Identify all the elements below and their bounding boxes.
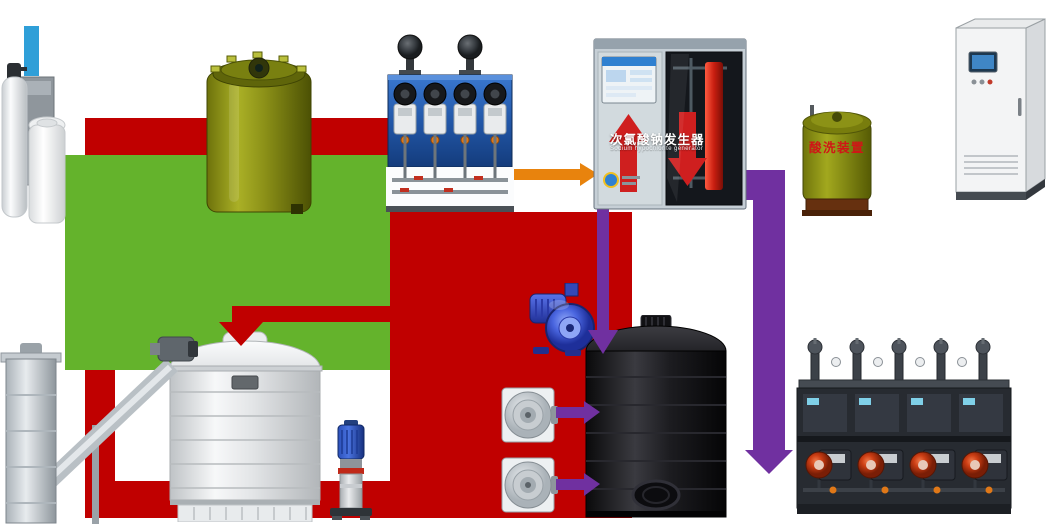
lid-cap bbox=[832, 112, 842, 122]
tank-skirt bbox=[177, 504, 313, 522]
resin-tank bbox=[1, 76, 28, 218]
pump-base bbox=[330, 508, 372, 516]
water-softener-unit bbox=[0, 55, 68, 230]
down-arrow-graphic bbox=[668, 112, 707, 186]
door-handle bbox=[1018, 98, 1022, 116]
sodium-hypochlorite-generator bbox=[593, 38, 747, 212]
weld-seams bbox=[170, 391, 320, 489]
screw-conveyor bbox=[0, 325, 200, 524]
conveyor-motor bbox=[150, 336, 198, 362]
skid-base bbox=[386, 206, 514, 212]
support-leg bbox=[92, 425, 99, 524]
pump-drop-pipes bbox=[403, 134, 497, 180]
vertical-multistage-pump bbox=[326, 420, 376, 522]
flow-purple-generator-return bbox=[735, 170, 793, 474]
button-icon bbox=[971, 79, 977, 85]
chemical-dosing-tank bbox=[203, 48, 315, 224]
manway bbox=[631, 479, 681, 511]
brand-logo-icon bbox=[603, 172, 619, 188]
pressure-gauges bbox=[831, 357, 967, 367]
pulsation-dampener bbox=[457, 34, 483, 75]
metering-pump-skid bbox=[386, 34, 514, 214]
electrolyzer-cell bbox=[705, 62, 723, 190]
stainless-feed-tank bbox=[166, 330, 324, 522]
discharge-pipe bbox=[564, 283, 579, 297]
feed-hopper-column bbox=[5, 358, 57, 524]
blue-marker bbox=[24, 26, 39, 76]
flow-orange-skid-to-generator-arrow bbox=[508, 163, 598, 186]
electrolyzer-window bbox=[665, 51, 743, 206]
black-storage-tank bbox=[584, 315, 728, 521]
level-plate bbox=[231, 375, 259, 390]
tank-ribs bbox=[586, 376, 726, 490]
blower-fan-1 bbox=[501, 383, 559, 445]
button-icon bbox=[979, 79, 985, 85]
dosing-pumps bbox=[805, 449, 1008, 481]
flange-bolts bbox=[210, 51, 307, 73]
chemical-transfer-pump bbox=[525, 283, 597, 358]
vent-pipe bbox=[810, 105, 814, 117]
dosing-pump-skid bbox=[793, 338, 1015, 522]
tank-body bbox=[206, 71, 312, 213]
blower-fan-2 bbox=[501, 453, 559, 515]
hmi-screen bbox=[601, 56, 657, 104]
valve-handles bbox=[400, 176, 483, 192]
tank-shell bbox=[169, 367, 321, 501]
metering-pumps bbox=[393, 82, 507, 145]
flow-purple-generator-to-tank-line bbox=[597, 205, 609, 333]
vent-slots bbox=[964, 155, 1018, 175]
flow-red-tank-branch bbox=[232, 306, 392, 322]
acid-wash-tank bbox=[798, 105, 876, 220]
electrical-control-cabinet bbox=[948, 6, 1050, 206]
button-icon bbox=[987, 79, 993, 85]
softener-valve-head bbox=[7, 63, 21, 81]
valve-pipes bbox=[807, 338, 991, 383]
brine-tank bbox=[28, 124, 66, 224]
pump-barrel bbox=[339, 473, 363, 509]
tank-outlet bbox=[291, 204, 303, 214]
pulsation-dampener bbox=[397, 34, 423, 75]
base-frame bbox=[797, 504, 1011, 514]
